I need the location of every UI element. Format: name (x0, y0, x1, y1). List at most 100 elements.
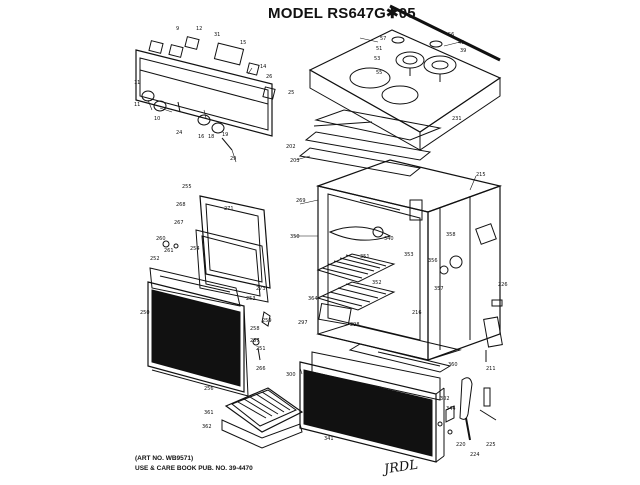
control-panel (135, 36, 276, 151)
callout: 216 (412, 310, 422, 316)
callout: 266 (256, 366, 266, 372)
callout: 302 (440, 396, 450, 402)
callout: 257 (250, 338, 260, 344)
callout: 256 (204, 386, 214, 392)
callout: 215 (476, 172, 486, 178)
oven-light (372, 226, 384, 238)
callout: 9 (176, 26, 179, 32)
callout: 298 (350, 322, 360, 328)
door-glass (151, 289, 241, 387)
callout: 269 (296, 198, 306, 204)
callout: 361 (204, 410, 214, 416)
leader-lines (147, 37, 477, 375)
clock-timer (213, 42, 245, 66)
callout: 231 (452, 116, 462, 122)
callout: 24 (176, 130, 182, 136)
callout: 255 (182, 184, 192, 190)
burner-knob (197, 114, 211, 126)
callout: 254 (190, 246, 200, 252)
callout: 357 (434, 286, 444, 292)
callout: 18 (208, 134, 214, 140)
oven-cabinet (315, 159, 503, 373)
callout: 350 (290, 234, 300, 240)
clock-knob (148, 40, 164, 54)
callout: 226 (498, 282, 508, 288)
callout: 250 (140, 310, 150, 316)
callout: 51 (376, 46, 382, 52)
callout: 260 (156, 236, 166, 242)
callout: 12 (196, 26, 202, 32)
callout: 224 (470, 452, 480, 458)
callout: 19 (222, 132, 228, 138)
callout: 258 (250, 326, 260, 332)
callout: 261 (164, 248, 174, 254)
callout: 352 (372, 280, 382, 286)
callout: 225 (486, 442, 496, 448)
door-outer-panel (147, 281, 245, 393)
callout: 364 (308, 296, 318, 302)
callout: 25 (288, 90, 294, 96)
callout: 253 (246, 296, 256, 302)
callout: 353 (404, 252, 414, 258)
callout: 31 (214, 32, 220, 38)
callout: 26 (266, 74, 272, 80)
callout: 16 (198, 134, 204, 140)
broil-unit-bracket (318, 302, 352, 326)
callout: 358 (446, 232, 456, 238)
burner-knob (211, 122, 225, 134)
callout: 362 (202, 424, 212, 430)
callout: 300 (286, 372, 296, 378)
oven-rack (316, 253, 396, 283)
surface-unit (349, 67, 391, 89)
callout: 202 (286, 144, 296, 150)
burner-knob (153, 100, 167, 112)
broiler-pan (221, 387, 304, 449)
callout: 273 (256, 286, 266, 292)
storage-drawer (299, 351, 445, 463)
callout: 360 (448, 362, 458, 368)
callout: 344 (446, 406, 456, 412)
callout: 252 (150, 256, 160, 262)
callout: 49 (458, 40, 464, 46)
callout: 267 (174, 220, 184, 226)
callout: 15 (240, 40, 246, 46)
callout: 271 (224, 206, 234, 212)
callout: 341 (324, 436, 334, 442)
callout: 14 (260, 64, 266, 70)
callout: 10 (154, 116, 160, 122)
callout: 211 (486, 366, 496, 372)
switch-block (184, 36, 200, 50)
burner-knob (141, 90, 155, 102)
surface-unit (423, 55, 457, 75)
callout: 11 (134, 102, 140, 108)
callout: 203 (290, 158, 300, 164)
callout: 340 (384, 236, 394, 242)
callout: 251 (256, 346, 266, 352)
infinite-switch (246, 62, 260, 76)
model-title: MODEL RS647G✱05 (268, 5, 416, 22)
callout: 351 (360, 254, 370, 260)
callout: 220 (456, 442, 466, 448)
callout: 55 (376, 70, 382, 76)
callout: 356 (428, 258, 438, 264)
part-callouts: 9 12 31 15 14 26 25 11 11 10 24 16 18 19… (134, 26, 508, 458)
surface-unit (395, 51, 425, 69)
oven-thermostat (262, 86, 276, 100)
hardware-parts (437, 316, 503, 441)
callout: 268 (176, 202, 186, 208)
callout: 39 (460, 48, 466, 54)
anti-tip-bracket (483, 316, 503, 348)
cooktop (298, 4, 502, 177)
drawer-front-panel (303, 369, 433, 457)
oven-rack (316, 281, 396, 311)
drawer-slide (459, 377, 473, 420)
terminal-block (475, 223, 497, 245)
callout: 56 (448, 32, 454, 38)
door-hinge (261, 311, 271, 327)
surface-unit (381, 85, 419, 105)
callout: 297 (298, 320, 308, 326)
bake-unit (328, 226, 392, 241)
art-number-note: (ART NO. WB9571) (135, 455, 194, 462)
